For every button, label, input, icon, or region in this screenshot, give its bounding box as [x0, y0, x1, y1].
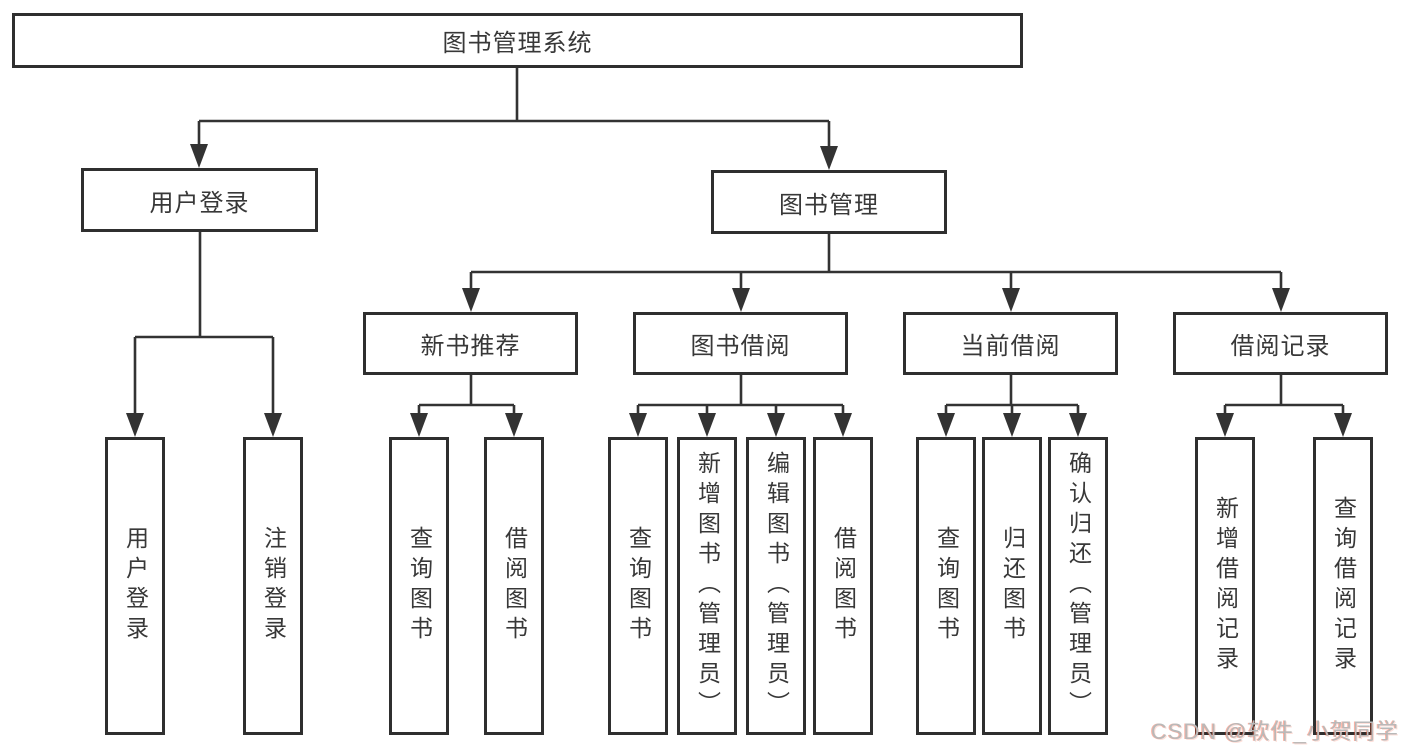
node-leaf-logout: 注销登录 [243, 437, 303, 735]
node-label: 新增借阅记录 [1212, 496, 1239, 676]
node-label: 图书管理 [779, 191, 879, 219]
node-label: 编辑图书（管理员） [763, 451, 790, 721]
node-leaf-return-books: 归还图书 [982, 437, 1042, 735]
node-label: 用户登录 [122, 526, 149, 646]
node-new-book-recommendation: 新书推荐 [363, 312, 578, 375]
node-label: 图书借阅 [690, 333, 791, 360]
node-label: 注销登录 [260, 526, 287, 646]
node-leaf-confirm-return-admin: 确认归还（管理员） [1048, 437, 1108, 735]
node-leaf-query-borrow-record: 查询借阅记录 [1313, 437, 1373, 735]
node-label: 借阅图书 [830, 526, 857, 646]
csdn-watermark: CSDN @软件_小贺同学 [1151, 714, 1399, 746]
node-label: 图书管理系统 [442, 30, 593, 57]
node-book-borrowing: 图书借阅 [633, 312, 848, 375]
node-label: 确认归还（管理员） [1065, 451, 1092, 721]
node-label: 归还图书 [999, 526, 1026, 646]
node-leaf-query-books-current: 查询图书 [916, 437, 976, 735]
node-current-borrowing: 当前借阅 [903, 312, 1118, 375]
node-label: 新增图书（管理员） [694, 451, 721, 721]
node-leaf-user-login: 用户登录 [105, 437, 165, 735]
node-book-management: 图书管理 [711, 170, 947, 234]
node-label: 借阅记录 [1230, 333, 1331, 360]
node-library-management-system: 图书管理系统 [12, 13, 1023, 68]
node-leaf-edit-books-admin: 编辑图书（管理员） [746, 437, 806, 735]
arrowhead-triangles [126, 144, 1352, 437]
node-label: 查询图书 [933, 526, 960, 646]
node-borrowing-records: 借阅记录 [1173, 312, 1388, 375]
watermark-text: CSDN @软件_小贺同学 [1150, 719, 1399, 744]
node-label: 用户登录 [149, 189, 250, 217]
node-label: 查询图书 [625, 526, 652, 646]
node-label: 当前借阅 [960, 333, 1061, 360]
node-leaf-add-borrow-record: 新增借阅记录 [1195, 437, 1255, 735]
node-label: 查询图书 [406, 526, 433, 646]
connector-path [133, 68, 1345, 416]
node-user-login: 用户登录 [81, 168, 318, 232]
node-label: 新书推荐 [420, 333, 521, 360]
node-leaf-borrow-books: 借阅图书 [813, 437, 873, 735]
node-leaf-borrow-books-recommend: 借阅图书 [484, 437, 544, 735]
node-leaf-query-books-recommend: 查询图书 [389, 437, 449, 735]
node-leaf-add-books-admin: 新增图书（管理员） [677, 437, 737, 735]
node-label: 借阅图书 [501, 526, 528, 646]
node-leaf-query-books-borrow: 查询图书 [608, 437, 668, 735]
node-label: 查询借阅记录 [1330, 496, 1357, 676]
